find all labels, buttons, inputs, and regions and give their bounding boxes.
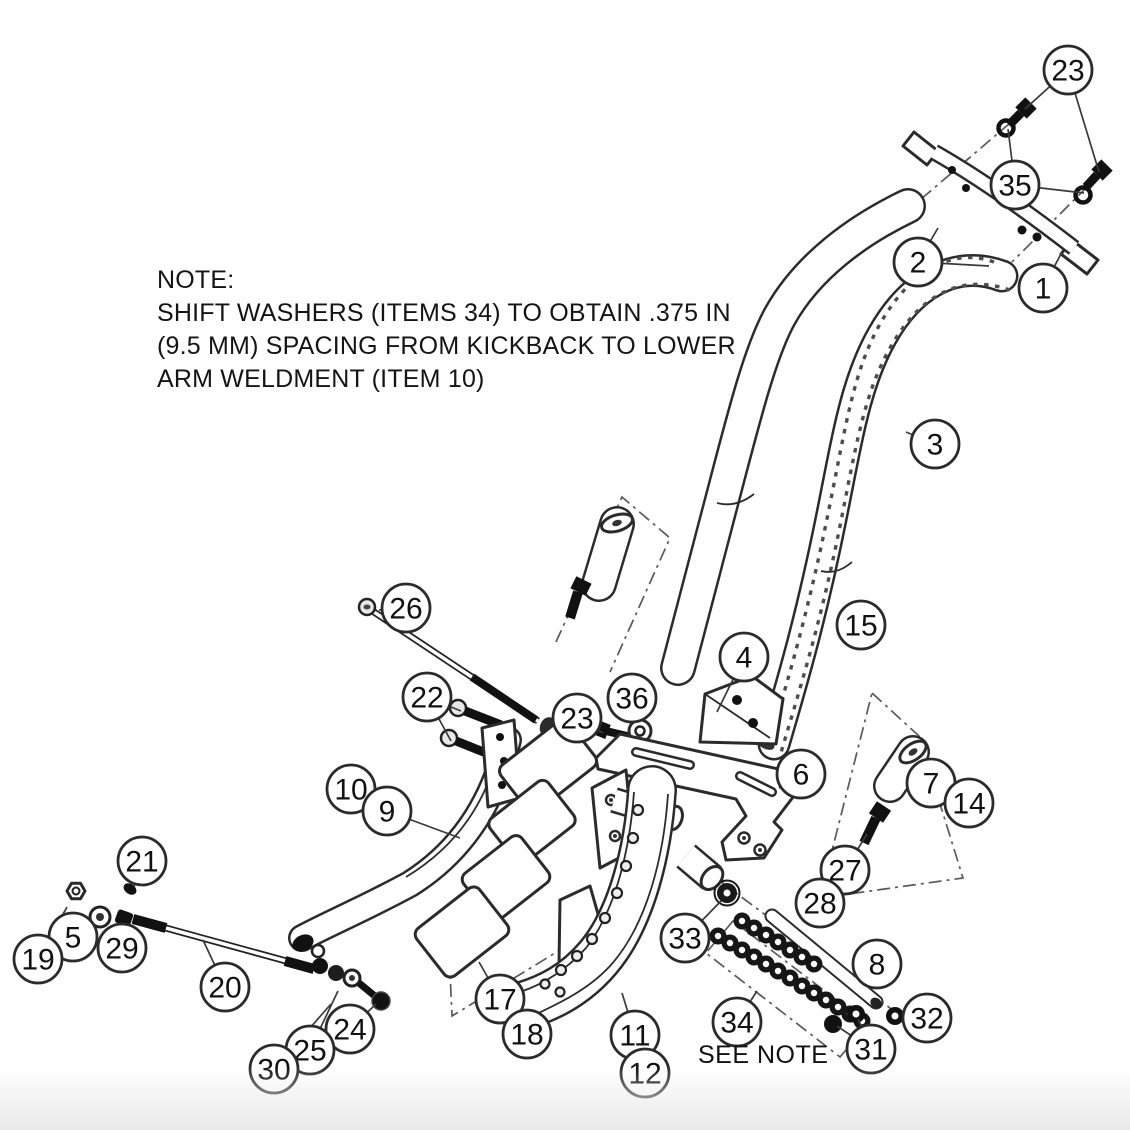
- svg-text:28: 28: [803, 888, 836, 921]
- callout-36: 36: [606, 672, 658, 724]
- svg-text:15: 15: [844, 610, 877, 643]
- callout-28: 28: [794, 877, 846, 929]
- note-line: (9.5 MM) SPACING FROM KICKBACK TO LOWER: [157, 332, 736, 360]
- svg-text:17: 17: [483, 984, 516, 1017]
- svg-text:22: 22: [410, 682, 443, 715]
- svg-text:14: 14: [952, 788, 985, 821]
- callout-33: 33: [659, 912, 711, 964]
- svg-text:5: 5: [65, 922, 82, 955]
- svg-text:36: 36: [615, 683, 648, 716]
- handle-tube-2: [660, 188, 926, 686]
- callout-23: 23: [551, 692, 603, 744]
- svg-text:18: 18: [510, 1019, 543, 1052]
- svg-text:25: 25: [293, 1035, 326, 1068]
- callout-32: 32: [901, 992, 953, 1044]
- callout-14: 14: [943, 777, 995, 829]
- svg-text:26: 26: [389, 593, 422, 626]
- callout-35: 35: [989, 159, 1041, 211]
- callout-31: 31: [845, 1023, 897, 1075]
- upper-roller-and-bolt: [565, 506, 635, 620]
- svg-text:32: 32: [910, 1003, 943, 1036]
- washers-35: [996, 118, 1093, 205]
- callout-6: 6: [775, 748, 827, 800]
- svg-text:20: 20: [208, 972, 241, 1005]
- rod-bolt-26: [357, 597, 557, 737]
- mount-bracket-4: [698, 674, 785, 746]
- kickback-holes: [539, 803, 645, 998]
- svg-text:19: 19: [21, 944, 54, 977]
- svg-text:7: 7: [923, 768, 940, 801]
- callout-18: 18: [501, 1008, 553, 1060]
- callout-23: 23: [1042, 44, 1094, 96]
- svg-text:23: 23: [1051, 55, 1084, 88]
- svg-text:6: 6: [793, 759, 810, 792]
- callout-24: 24: [324, 1003, 376, 1055]
- svg-text:31: 31: [854, 1034, 887, 1067]
- tie-rod-assembly-20: [65, 881, 391, 1011]
- callout-34: 34: [711, 996, 763, 1048]
- note-line: SHIFT WASHERS (ITEMS 34) TO OBTAIN .375 …: [157, 299, 731, 327]
- washer-stack-assembly-34-8: [709, 908, 904, 1033]
- roller-7-bolt-27: [859, 735, 930, 846]
- svg-text:33: 33: [668, 923, 701, 956]
- svg-text:34: 34: [720, 1007, 753, 1040]
- callout-29: 29: [96, 922, 148, 974]
- callout-17: 17: [474, 973, 526, 1025]
- note-heading: NOTE:: [157, 266, 235, 294]
- callout-8: 8: [851, 938, 903, 990]
- lower-arm-weldment-9-10: [288, 718, 522, 952]
- svg-text:4: 4: [736, 642, 753, 675]
- callout-19: 19: [12, 933, 64, 985]
- callout-26: 26: [380, 582, 432, 634]
- note-block: NOTE: SHIFT WASHERS (ITEMS 34) TO OBTAIN…: [157, 264, 736, 396]
- callout-22: 22: [401, 671, 453, 723]
- bushing-33: [713, 879, 741, 907]
- svg-text:8: 8: [869, 949, 886, 982]
- callout-11: 11: [609, 1009, 661, 1061]
- callout-4: 4: [718, 631, 770, 683]
- callout-3: 3: [909, 418, 961, 470]
- svg-text:21: 21: [125, 846, 158, 879]
- callout-21: 21: [116, 835, 168, 887]
- svg-text:2: 2: [910, 247, 927, 280]
- callout-1: 1: [1017, 262, 1069, 314]
- bottom-fade: [0, 1066, 1130, 1130]
- callout-9: 9: [361, 785, 413, 837]
- nut-31a: [824, 1015, 842, 1033]
- callout-7: 7: [905, 757, 957, 809]
- kickback-guard-strip-3-15: [757, 254, 1019, 761]
- see-note-label: SEE NOTE: [698, 1041, 828, 1069]
- callout-20: 20: [199, 961, 251, 1013]
- callout-2: 2: [892, 236, 944, 288]
- svg-text:10: 10: [334, 774, 367, 807]
- svg-text:24: 24: [333, 1014, 366, 1047]
- kickback-weldment-11-12: [497, 765, 725, 1031]
- svg-text:11: 11: [619, 1020, 650, 1053]
- svg-text:29: 29: [105, 933, 138, 966]
- svg-text:9: 9: [379, 796, 396, 829]
- svg-text:23: 23: [560, 703, 593, 736]
- svg-text:1: 1: [1035, 273, 1052, 306]
- svg-text:35: 35: [998, 170, 1031, 203]
- svg-text:3: 3: [927, 429, 944, 462]
- callout-15: 15: [835, 599, 887, 651]
- note-line: ARM WELDMENT (ITEM 10): [157, 365, 485, 393]
